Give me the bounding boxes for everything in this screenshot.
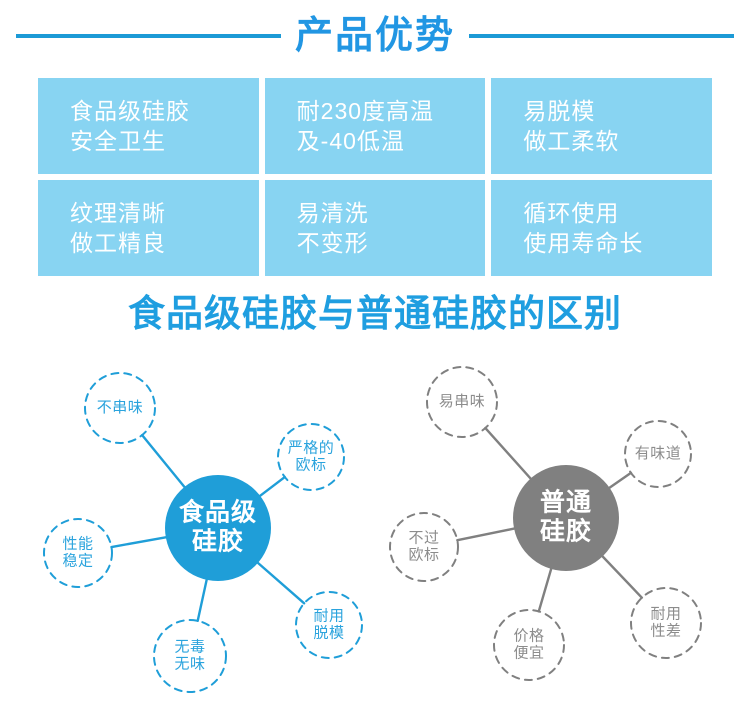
feature-cell-3-line1: 易脱模 [523,97,596,124]
feature-cell-3-line2: 做工柔软 [523,128,620,154]
feature-cell-3: 易脱模 做工柔软 [491,78,712,174]
connector-line-ordinary-silicone-5 [456,527,516,542]
feature-cell-4: 纹理清晰 做工精良 [38,180,259,276]
satellite-node-ordinary-silicone-2[interactable] [624,420,692,488]
satellite-node-label-ordinary-silicone-2: 有味道 [635,445,682,462]
center-node-ordinary-silicone[interactable] [513,465,619,571]
connector-line-ordinary-silicone-3 [601,555,644,599]
satellite-node-food-grade-silicone-2[interactable] [277,423,345,491]
satellite-node-label-food-grade-silicone-5: 性能稳定 [62,535,93,569]
satellite-node-label-ordinary-silicone-5: 不过欧标 [408,529,439,563]
satellite-node-food-grade-silicone-4[interactable] [153,619,227,693]
feature-cell-5-line2: 不变形 [296,230,369,256]
center-node-label-ordinary-silicone: 普通硅胶 [540,487,592,545]
feature-cell-1-line1: 食品级硅胶 [70,97,190,124]
satellite-node-ordinary-silicone-3[interactable] [630,587,702,659]
satellite-node-label-ordinary-silicone-3: 耐用性差 [650,605,681,639]
connector-line-food-grade-silicone-1 [140,433,186,489]
comparison-diagrams: 食品级硅胶 不串味严格的欧标耐用脱模无毒无味 性能稳定 普通硅胶 易串味有味道耐用性差… [0,360,750,706]
connector-line-food-grade-silicone-4 [196,578,208,623]
feature-cell-2-line2: 及-40低温 [296,128,405,154]
connector-line-ordinary-silicone-1 [484,426,532,480]
feature-cell-5-line1: 易清洗 [296,199,369,226]
header-banner: 产品优势 [0,0,750,72]
feature-cell-6: 循环使用 使用寿命长 [491,180,712,276]
page-title: 产品优势 [294,15,455,57]
feature-cell-4-line1: 纹理清晰 [70,199,166,226]
connector-line-food-grade-silicone-2 [258,475,286,498]
satellite-node-food-grade-silicone-5[interactable] [43,518,113,588]
center-node-food-grade-silicone[interactable] [165,475,271,581]
satellite-node-label-ordinary-silicone-4: 价格便宜 [513,627,544,661]
feature-grid: 食品级硅胶 安全卫生 耐230度高温 及-40低温 易脱模 做工柔软 纹理清晰 … [38,78,712,276]
header-rule-right [469,34,734,38]
satellite-node-food-grade-silicone-3[interactable] [295,591,363,659]
satellite-node-label-food-grade-silicone-1: 不串味 [97,399,144,416]
satellite-node-label-food-grade-silicone-3: 耐用脱模 [313,607,344,641]
satellite-node-label-food-grade-silicone-4: 无毒无味 [174,638,205,672]
connector-line-food-grade-silicone-5 [110,536,168,549]
satellite-node-label-ordinary-silicone-1: 易串味 [439,393,486,410]
connector-line-ordinary-silicone-4 [537,567,553,613]
satellite-node-ordinary-silicone-5[interactable] [389,512,459,582]
satellite-node-food-grade-silicone-1[interactable] [84,372,156,444]
satellite-node-ordinary-silicone-4[interactable] [493,609,565,681]
connector-line-ordinary-silicone-2 [608,471,633,489]
feature-cell-6-line1: 循环使用 [523,199,620,226]
feature-cell-2-line1: 耐230度高温 [296,97,435,124]
feature-cell-1: 食品级硅胶 安全卫生 [38,78,259,174]
satellite-node-label-food-grade-silicone-2: 严格的欧标 [288,439,335,473]
header-rule-left [15,34,281,38]
feature-cell-1-line2: 安全卫生 [70,128,166,154]
feature-cell-2: 耐230度高温 及-40低温 [264,78,486,174]
comparison-section-title: 食品级硅胶与普通硅胶的区别 [128,293,622,334]
feature-cell-5: 易清洗 不变形 [264,180,486,276]
feature-cell-6-line2: 使用寿命长 [523,230,644,256]
feature-cell-4-line2: 做工精良 [70,230,166,256]
connector-line-food-grade-silicone-3 [256,561,306,605]
satellite-node-ordinary-silicone-1[interactable] [426,366,498,438]
center-node-label-food-grade-silicone: 食品级硅胶 [179,497,257,555]
